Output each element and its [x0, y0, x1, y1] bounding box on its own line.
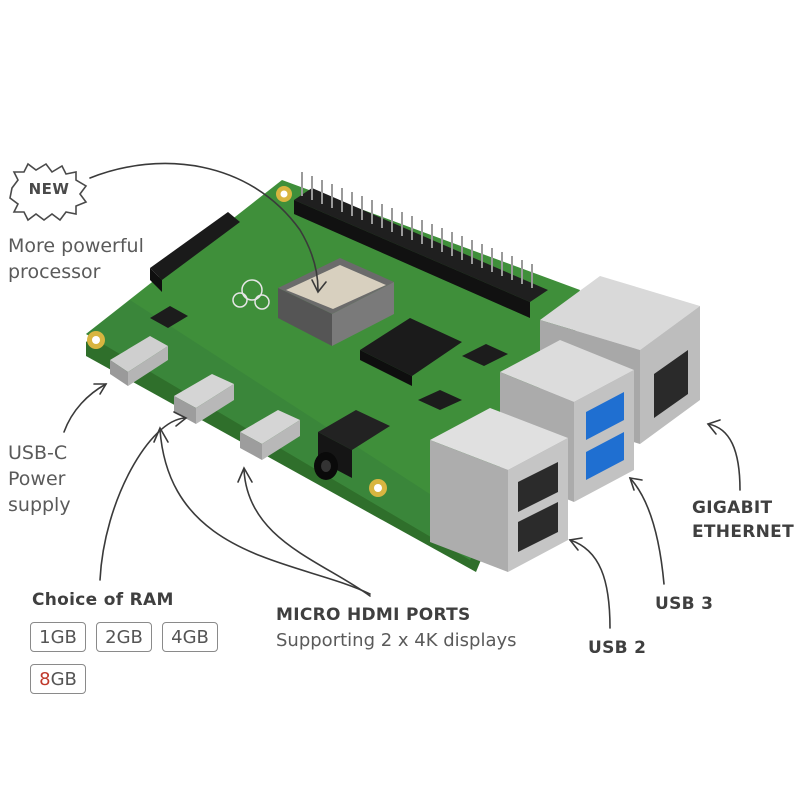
display-connector — [150, 212, 240, 292]
ethernet-label-line1: GIGABIT — [692, 498, 773, 518]
small-chip — [150, 306, 188, 328]
processor-label-line2: processor — [8, 261, 101, 283]
hdmi-arrow-2 — [243, 469, 371, 597]
small-chip — [462, 344, 508, 366]
hdmi-arrow-1 — [159, 429, 371, 595]
usb3-label: USB 3 — [655, 594, 714, 614]
processor-label: More powerful processor — [8, 233, 144, 285]
processor-arrow — [89, 162, 319, 291]
small-chip — [418, 390, 462, 410]
usb-2-ports — [430, 408, 568, 572]
ethernet-label: GIGABIT ETHERNET — [692, 496, 794, 544]
ram-option-1gb: 1GB — [30, 622, 86, 652]
ethernet-arrow — [707, 423, 741, 491]
ethernet-label-line2: ETHERNET — [692, 522, 794, 542]
usbc-label-line3: supply — [8, 494, 71, 516]
usbc-label-line2: Power — [8, 468, 66, 490]
mounting-hole — [374, 484, 382, 492]
ram-option-8gb-digit: 8 — [39, 668, 51, 690]
processor-label-line1: More powerful — [8, 235, 144, 257]
ram-chip — [360, 318, 462, 386]
usbc-label: USB-C Power supply — [8, 440, 71, 518]
micro-hdmi-port-1 — [174, 374, 234, 424]
hdmi-subtitle: Supporting 2 x 4K displays — [276, 630, 517, 651]
micro-hdmi-port-2 — [240, 410, 300, 460]
usb-c-port — [110, 336, 168, 386]
audio-jack — [314, 410, 390, 480]
hdmi-title: MICRO HDMI PORTS — [276, 605, 471, 625]
new-badge-label: NEW — [28, 180, 70, 198]
processor-chip — [278, 258, 394, 346]
usb2-arrow — [569, 539, 611, 629]
usb3-arrow — [629, 477, 665, 585]
ram-option-8gb-suffix: GB — [50, 668, 77, 690]
ram-option-2gb: 2GB — [96, 622, 152, 652]
ram-arrow — [99, 417, 186, 581]
mounting-hole — [280, 190, 288, 198]
usbc-arrow — [63, 383, 107, 433]
mounting-hole — [92, 336, 100, 344]
new-badge-starburst — [9, 162, 88, 222]
annotation-arrows — [63, 162, 741, 629]
usb2-label: USB 2 — [588, 638, 647, 658]
ram-title: Choice of RAM — [32, 590, 174, 610]
ram-option-4gb: 4GB — [162, 622, 218, 652]
usbc-label-line1: USB-C — [8, 442, 68, 464]
gpio-header — [294, 172, 548, 318]
raspberry-logo — [232, 279, 270, 310]
